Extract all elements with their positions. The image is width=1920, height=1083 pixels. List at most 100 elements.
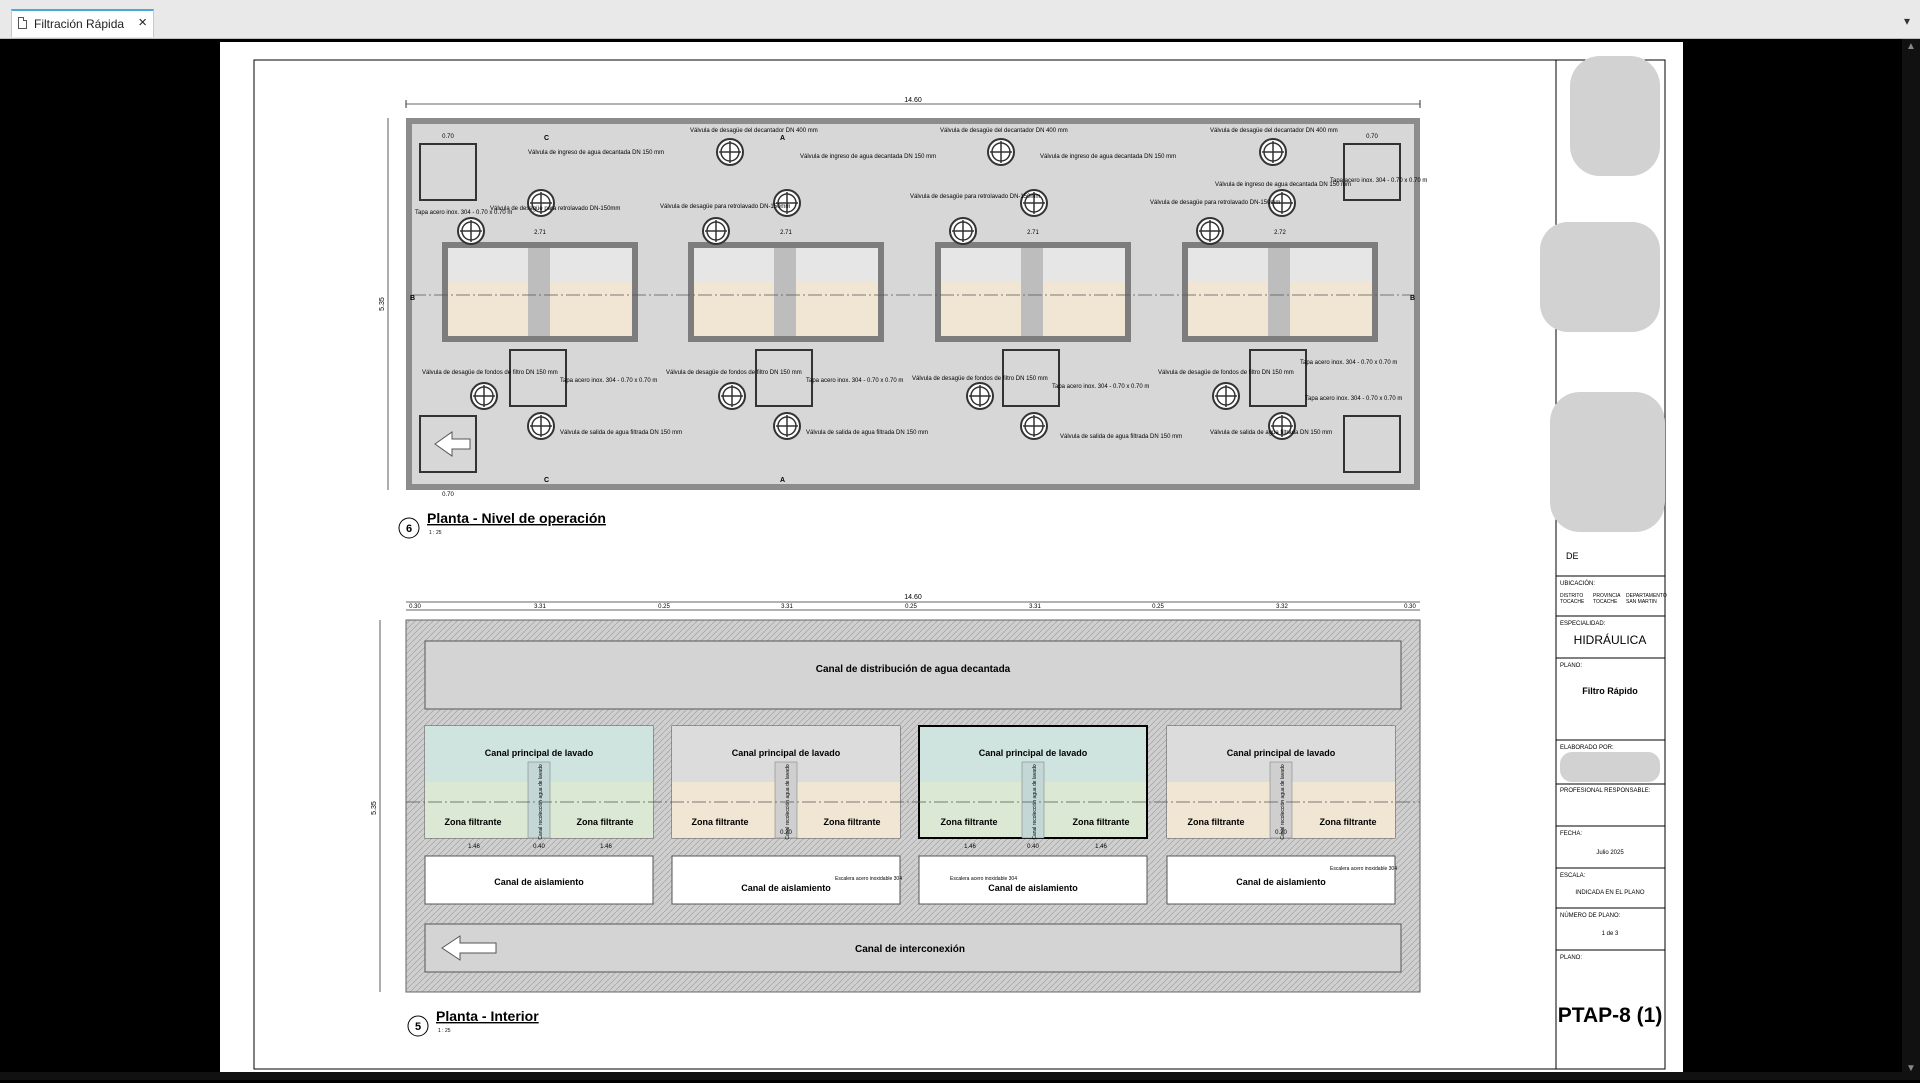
v6-label-salida-2: Válvula de salida de agua filtrada DN 15… xyxy=(806,430,928,436)
svg-text:NÚMERO DE PLANO:: NÚMERO DE PLANO: xyxy=(1560,912,1621,919)
drawing-canvas: 14.60 5.35 2 xyxy=(253,56,1667,1070)
svg-text:HIDRÁULICA: HIDRÁULICA xyxy=(1574,632,1647,647)
v6-dim-271-c: 2.71 xyxy=(1027,230,1039,236)
v5-escalera-1: Escalera acero inoxidable 304 xyxy=(835,876,902,882)
v5-recoleccion-1: Canal recolección agua de lavado xyxy=(538,764,544,840)
v6-label-tapa-3: Tapa acero inox. 304 - 0.70 x 0.70 m xyxy=(560,378,657,384)
svg-text:TOCACHE: TOCACHE xyxy=(1593,599,1618,605)
v5-dim-0: 0.30 xyxy=(409,604,421,610)
redacted-logo-2 xyxy=(1540,222,1660,332)
chevron-down-icon[interactable]: ▾ xyxy=(1903,14,1910,28)
v6-label-tapa-4: Tapa acero inox. 304 - 0.70 x 0.70 m xyxy=(806,378,903,384)
svg-text:INDICADA EN EL PLANO: INDICADA EN EL PLANO xyxy=(1575,890,1644,896)
v6-label-decantador-2: Válvula de desagüe del decantador DN 400… xyxy=(940,128,1068,134)
scroll-up-icon[interactable]: ▲ xyxy=(1906,41,1916,52)
plan-code: PTAP-8 (1) xyxy=(1558,1004,1663,1027)
v6-label-fondos-1: Válvula de desagüe de fondos de filtro D… xyxy=(422,370,558,376)
svg-text:UBICACIÓN:: UBICACIÓN: xyxy=(1560,580,1595,587)
redacted-elaborado xyxy=(1560,752,1660,782)
v5-dim-040-a: 0.40 xyxy=(533,844,545,850)
v5-lavado-1: Canal principal de lavado xyxy=(485,748,594,758)
view-6-plan-operacion: 14.60 5.35 2 xyxy=(379,97,1427,539)
svg-text:1 de 3: 1 de 3 xyxy=(1602,931,1619,937)
v5-dim-146-d: 1.46 xyxy=(1095,844,1107,850)
v5-dim-2: 0.25 xyxy=(658,604,670,610)
svg-text:ESCALA:: ESCALA: xyxy=(1560,873,1586,879)
v5-view-scale: 1 : 25 xyxy=(438,1028,451,1034)
v5-view-number: 5 xyxy=(415,1021,421,1033)
v5-filter-3 xyxy=(918,725,1148,839)
svg-text:SAN MARTIN: SAN MARTIN xyxy=(1626,599,1657,605)
v5-canal-interconexion xyxy=(424,923,1402,973)
v6-dim-271-b: 2.71 xyxy=(780,230,792,236)
v6-filter-4 xyxy=(1182,242,1378,342)
v5-filter-1 xyxy=(424,725,654,839)
v5-filter-4 xyxy=(1166,725,1396,839)
v6-dim-271-a: 2.71 xyxy=(534,230,546,236)
v6-label-ingreso-3: Válvula de ingreso de agua decantada DN … xyxy=(1040,154,1176,160)
v5-recoleccion-4: Canal recolección agua de lavado xyxy=(1280,764,1286,840)
v6-section-b-right: B xyxy=(1410,295,1415,302)
v5-zona-2a: Zona filtrante xyxy=(691,817,748,827)
svg-text:ELABORADO POR:: ELABORADO POR: xyxy=(1560,745,1614,751)
tab-bar: Filtración Rápida × ▾ xyxy=(0,0,1920,39)
v6-section-c-bottom: C xyxy=(544,477,549,484)
v5-dim-6: 0.25 xyxy=(1152,604,1164,610)
v5-dim-146-c: 1.46 xyxy=(964,844,976,850)
v6-section-c-top: C xyxy=(544,135,549,142)
v6-label-retrolavado-3: Válvula de desagüe para retrolavado DN-1… xyxy=(910,194,1040,200)
svg-text:0.70: 0.70 xyxy=(442,134,454,140)
v6-section-a-top: A xyxy=(780,135,785,142)
document-icon xyxy=(18,17,27,29)
redacted-logo-3 xyxy=(1550,392,1665,532)
v5-dim-7: 3.32 xyxy=(1276,604,1288,610)
v6-label-tapa-1: Tapa acero inox. 304 - 0.70 x 0.70 m xyxy=(1330,178,1427,184)
vertical-scrollbar[interactable]: ▲ ▼ xyxy=(1902,39,1920,1080)
v6-label-tapa-2: Tapa acero inox. 304 - 0.70 x 0.70 m xyxy=(415,210,512,216)
v5-escalera-2: Escalera acero inoxidable 304 xyxy=(950,876,1017,882)
v5-label-canal-interconexion: Canal de interconexión xyxy=(855,944,965,955)
v5-dim-020-a: 0.20 xyxy=(780,830,792,836)
v6-total-dim: 14.60 xyxy=(904,97,922,104)
v5-aislamiento-2: Canal de aislamiento xyxy=(741,883,831,893)
v5-recoleccion-3: Canal recolección agua de lavado xyxy=(1032,764,1038,840)
v6-label-ingreso-2: Válvula de ingreso de agua decantada DN … xyxy=(800,154,936,160)
v5-view-title: Planta - Interior xyxy=(436,1008,539,1024)
v6-tapa-1 xyxy=(419,143,477,201)
v6-label-salida-4: Válvula de salida de agua filtrada DN 15… xyxy=(1210,430,1332,436)
v5-aislamiento-4: Canal de aislamiento xyxy=(1236,877,1326,887)
v6-view-scale: 1 : 25 xyxy=(429,530,442,536)
v5-escalera-3: Escalera acero inoxidable 304 xyxy=(1330,866,1397,872)
scroll-down-icon[interactable]: ▼ xyxy=(1906,1063,1916,1074)
v5-zona-1a: Zona filtrante xyxy=(444,817,501,827)
tab-label: Filtración Rápida xyxy=(34,17,125,31)
v5-canal-distribucion xyxy=(424,640,1402,710)
v5-aislamiento-1: Canal de aislamiento xyxy=(494,877,584,887)
v6-filter-1 xyxy=(442,242,638,342)
v6-label-decantador-1: Válvula de desagüe del decantador DN 400… xyxy=(690,128,818,134)
redacted-logo-1 xyxy=(1570,56,1660,176)
v5-flow-arrow xyxy=(441,935,497,961)
v5-label-canal-distribucion: Canal de distribución de agua decantada xyxy=(816,664,1011,675)
v5-aislamiento-3: Canal de aislamiento xyxy=(988,883,1078,893)
v6-tapa-4 xyxy=(1343,415,1401,473)
svg-text:DE: DE xyxy=(1566,551,1579,561)
v6-label-ingreso-1: Válvula de ingreso de agua decantada DN … xyxy=(528,150,664,156)
svg-text:Julio 2025: Julio 2025 xyxy=(1596,850,1624,856)
v5-zona-2b: Zona filtrante xyxy=(823,817,880,827)
horizontal-scrollbar[interactable] xyxy=(0,1072,1902,1080)
v6-section-b-left: B xyxy=(410,295,415,302)
v6-section-a-bottom: A xyxy=(780,477,785,484)
svg-text:Filtro Rápido: Filtro Rápido xyxy=(1582,686,1638,696)
v5-zona-1b: Zona filtrante xyxy=(576,817,633,827)
svg-text:ESPECIALIDAD:: ESPECIALIDAD: xyxy=(1560,621,1606,627)
v5-dim-8: 0.30 xyxy=(1404,604,1416,610)
v6-label-fondos-4: Válvula de desagüe de fondos de filtro D… xyxy=(1158,370,1294,376)
view-5-plan-interior: 14.60 0.30 3.31 0.25 3.31 0.25 3.31 0.25… xyxy=(371,594,1421,1037)
close-icon[interactable]: × xyxy=(138,14,147,31)
v6-filter-2 xyxy=(688,242,884,342)
v5-filter-2 xyxy=(671,725,901,839)
v5-zona-3b: Zona filtrante xyxy=(1072,817,1129,827)
tab-filtracion-rapida[interactable]: Filtración Rápida × xyxy=(11,9,154,37)
v6-filter-3 xyxy=(935,242,1131,342)
